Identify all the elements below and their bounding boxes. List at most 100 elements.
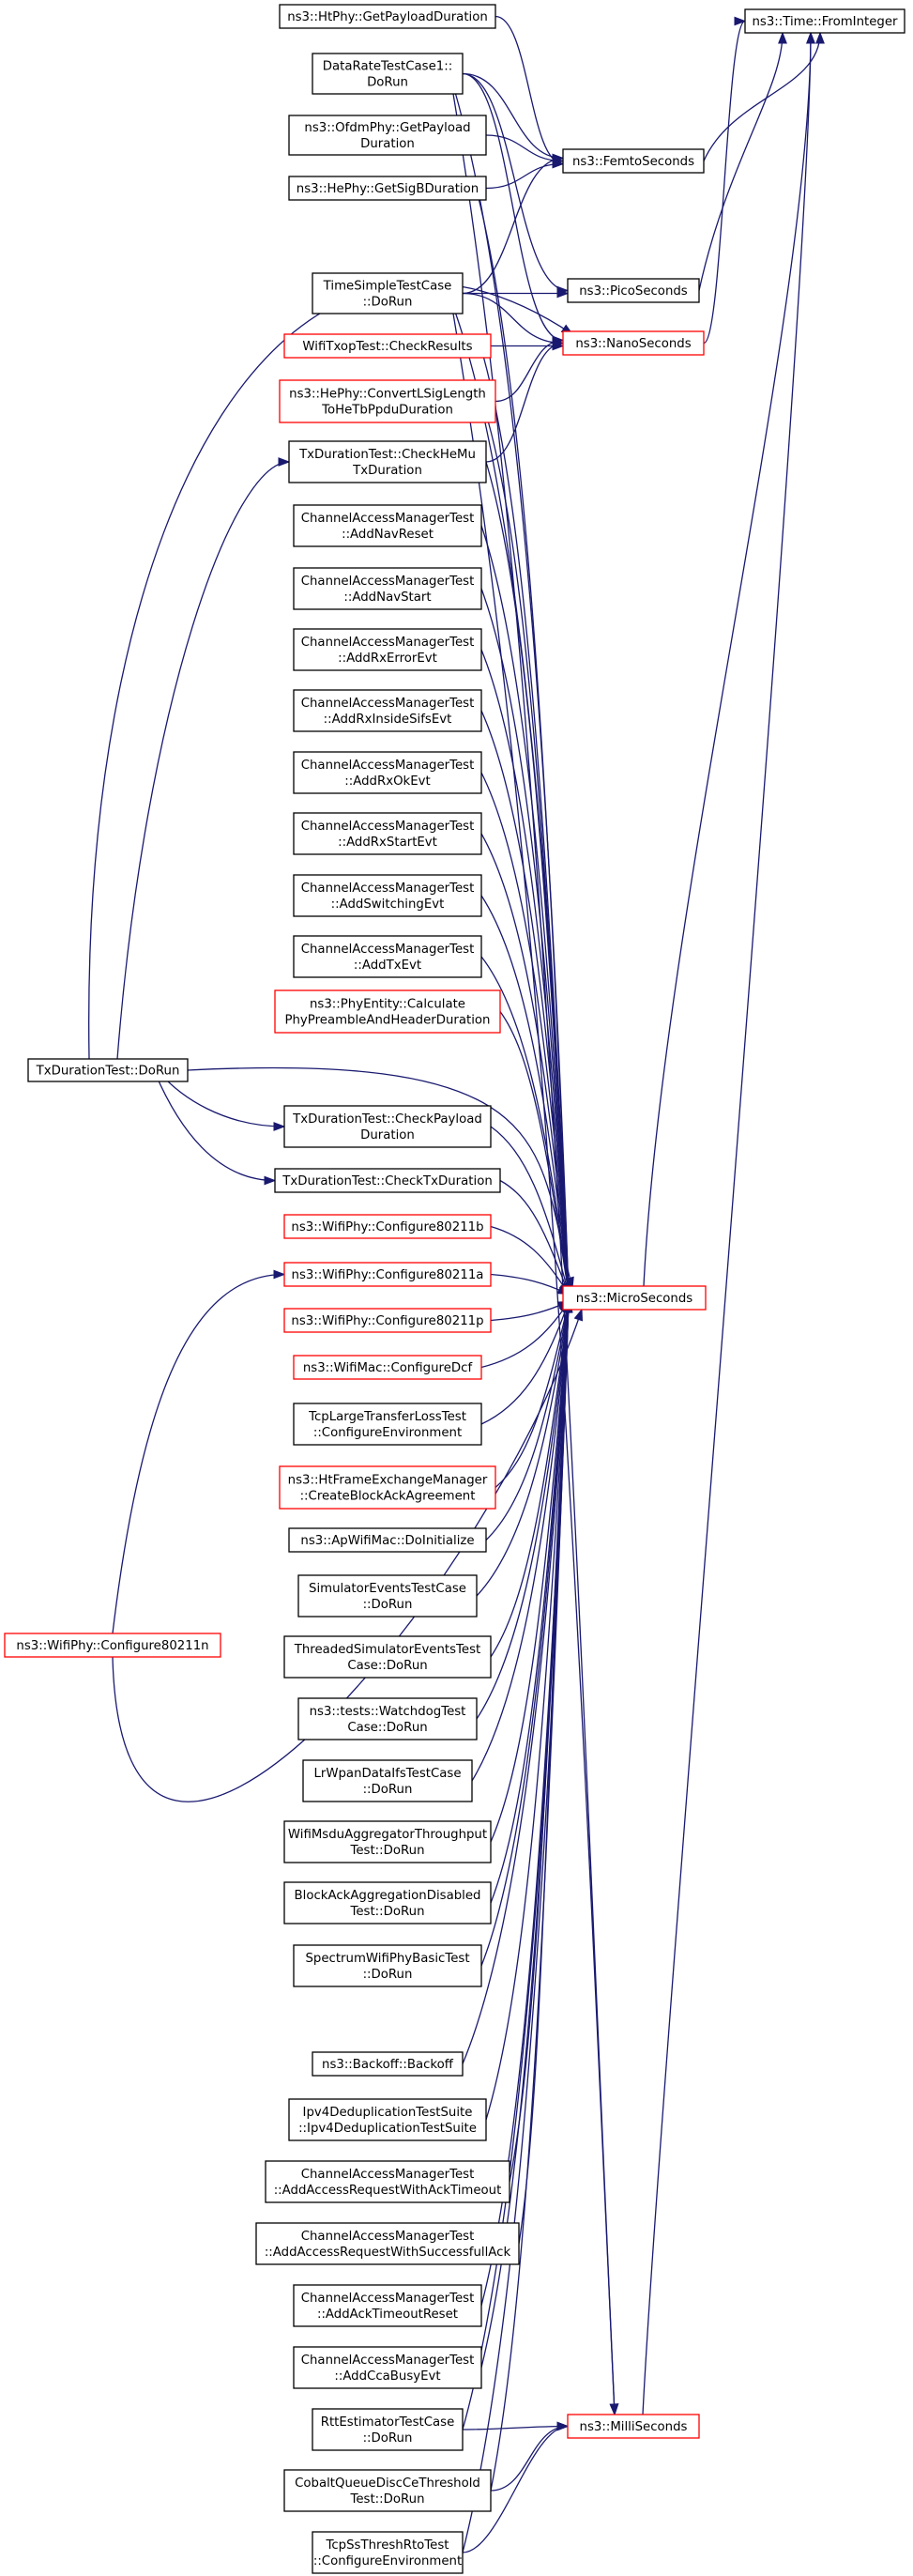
node-pico[interactable]: ns3::PicoSeconds — [567, 278, 700, 303]
node-label: BlockAckAggregationDisabled — [295, 1889, 481, 1903]
node-box — [279, 4, 496, 29]
node-rxok[interactable]: ChannelAccessManagerTest::AddRxOkEvt — [293, 751, 482, 794]
edge-txdurdorun-to-checkhemu — [116, 461, 290, 1060]
node-phyentity[interactable]: ns3::PhyEntity::CalculatePhyPreambleAndH… — [274, 989, 501, 1034]
node-succack[interactable]: ChannelAccessManagerTest::AddAccessReque… — [255, 2222, 520, 2265]
node-c11a[interactable]: ns3::WifiPhy::Configure80211a — [283, 1262, 492, 1287]
node-box — [312, 53, 464, 95]
node-c11n[interactable]: ns3::WifiPhy::Configure80211n — [4, 1633, 221, 1658]
edge-milli-to-fromint — [642, 32, 812, 2415]
arrowhead-txdurdorun-to-checkpayload — [273, 1122, 286, 1131]
node-label: TimeSimpleTestCase — [323, 280, 452, 294]
arrowhead-c11n-to-c11a — [273, 1269, 286, 1280]
node-lrwpan[interactable]: LrWpanDataIfsTestCase::DoRun — [302, 1759, 473, 1802]
node-checktxdur[interactable]: TxDurationTest::CheckTxDuration — [274, 1168, 501, 1193]
node-heconv[interactable]: ns3::HePhy::ConvertLSigLengthToHeTbPpduD… — [279, 379, 496, 423]
node-label: ChannelAccessManagerTest — [301, 697, 475, 711]
node-ackto[interactable]: ChannelAccessManagerTest::AddAccessReque… — [265, 2160, 510, 2203]
node-label: ChannelAccessManagerTest — [301, 2230, 475, 2244]
node-rxinside[interactable]: ChannelAccessManagerTest::AddRxInsideSif… — [293, 689, 482, 732]
edge-rxerror-to-micro — [480, 649, 570, 1295]
node-rxstart[interactable]: ChannelAccessManagerTest::AddRxStartEvt — [293, 812, 482, 855]
node-label: ::AddRxInsideSifsEvt — [324, 713, 452, 727]
node-hesig[interactable]: ns3::HePhy::GetSigBDuration — [288, 176, 487, 201]
node-fromint[interactable]: ns3::Time::FromInteger — [744, 8, 905, 34]
arrowhead-milli-to-fromint — [806, 31, 815, 44]
node-txdurdorun[interactable]: TxDurationTest::DoRun — [27, 1058, 189, 1082]
node-txevt[interactable]: ChannelAccessManagerTest::AddTxEvt — [293, 935, 482, 978]
edge-datarate-to-femto — [462, 72, 564, 160]
node-box — [293, 689, 482, 732]
node-label: ns3::WifiPhy::Configure80211b — [291, 1220, 483, 1234]
node-femto[interactable]: ns3::FemtoSeconds — [562, 148, 705, 174]
node-label: TxDurationTest::CheckHeMu — [298, 448, 476, 462]
node-ofdm[interactable]: ns3::OfdmPhy::GetPayloadDuration — [288, 115, 487, 156]
node-apwifi[interactable]: ns3::ApWifiMac::DoInitialize — [288, 1527, 487, 1553]
node-label: ::DoRun — [363, 296, 413, 310]
node-label: ::ConfigureEnvironment — [313, 2554, 462, 2568]
node-box — [283, 2469, 492, 2512]
node-box — [283, 1881, 492, 1924]
node-cdcf[interactable]: ns3::WifiMac::ConfigureDcf — [293, 1355, 482, 1380]
node-label: ::DoRun — [363, 1783, 413, 1797]
edge-datarate-to-pico — [462, 72, 569, 292]
node-htframe[interactable]: ns3::HtFrameExchangeManager::CreateBlock… — [279, 1465, 496, 1510]
node-tcpss[interactable]: TcpSsThreshRtoTest::ConfigureEnvironment — [312, 2531, 464, 2574]
node-timesimple[interactable]: TimeSimpleTestCase::DoRun — [312, 272, 464, 314]
node-box — [255, 2222, 520, 2265]
node-rttest[interactable]: RttEstimatorTestCase::DoRun — [312, 2408, 464, 2451]
node-simevents[interactable]: SimulatorEventsTestCase::DoRun — [297, 1574, 478, 1618]
node-label: ::DoRun — [363, 1968, 413, 1982]
edge-rttest-to-milli — [462, 2425, 569, 2430]
node-nano[interactable]: ns3::NanoSeconds — [562, 330, 705, 356]
edge-simevents-to-micro — [476, 1301, 570, 1597]
node-box — [567, 278, 700, 303]
node-acktoreset[interactable]: ChannelAccessManagerTest::AddAckTimeoutR… — [293, 2284, 482, 2327]
node-c11p[interactable]: ns3::WifiPhy::Configure80211p — [283, 1308, 492, 1333]
node-box — [297, 1574, 478, 1618]
arrowhead-nano-to-fromint — [734, 16, 747, 26]
node-rxerror[interactable]: ChannelAccessManagerTest::AddRxErrorEvt — [293, 628, 482, 671]
edge-checktxdur-to-micro — [499, 1179, 570, 1295]
edge-tcpss-to-milli — [462, 2425, 569, 2553]
node-spectrum[interactable]: SpectrumWifiPhyBasicTest::DoRun — [293, 1944, 482, 1987]
node-label: ::AddAccessRequestWithAckTimeout — [274, 2184, 502, 2198]
node-milli[interactable]: ns3::MilliSeconds — [567, 2414, 700, 2439]
node-c11b[interactable]: ns3::WifiPhy::Configure80211b — [283, 1214, 492, 1239]
node-micro[interactable]: ns3::MicroSeconds — [562, 1285, 707, 1311]
node-label: ns3::FemtoSeconds — [572, 155, 694, 169]
node-label: ::DoRun — [363, 2431, 413, 2446]
node-ccabusy[interactable]: ChannelAccessManagerTest::AddCcaBusyEvt — [293, 2346, 482, 2389]
node-ipv4dedup[interactable]: Ipv4DeduplicationTestSuite::Ipv4Deduplic… — [288, 2098, 487, 2141]
edge-spectrum-to-micro — [480, 1301, 570, 1967]
node-label: Ipv4DeduplicationTestSuite — [303, 2106, 473, 2120]
edge-apwifi-to-micro — [485, 1301, 570, 1541]
node-box — [293, 567, 482, 610]
node-txop[interactable]: WifiTxopTest::CheckResults — [283, 333, 492, 359]
edge-checkpayload-to-micro — [490, 1126, 570, 1295]
edge-tcplarge-to-micro — [480, 1301, 570, 1425]
node-box — [312, 2408, 464, 2451]
node-datarate[interactable]: DataRateTestCase1::DoRun — [312, 53, 464, 95]
node-label: ::AddRxOkEvt — [344, 774, 430, 789]
node-label: WifiMsduAggregatorThroughput — [288, 1828, 487, 1842]
node-box — [312, 2531, 464, 2574]
node-navreset[interactable]: ChannelAccessManagerTest::AddNavReset — [293, 504, 482, 547]
node-switching[interactable]: ChannelAccessManagerTest::AddSwitchingEv… — [293, 874, 482, 917]
node-htphy[interactable]: ns3::HtPhy::GetPayloadDuration — [279, 4, 496, 29]
node-box — [283, 1820, 492, 1863]
node-label: Test::DoRun — [349, 1905, 424, 1919]
node-label: ChannelAccessManagerTest — [301, 2292, 475, 2306]
node-label: DoRun — [367, 76, 408, 90]
node-backoff[interactable]: ns3::Backoff::Backoff — [312, 2051, 464, 2077]
node-navstart[interactable]: ChannelAccessManagerTest::AddNavStart — [293, 567, 482, 610]
edge-lrwpan-to-micro — [471, 1301, 570, 1782]
node-tcplarge[interactable]: TcpLargeTransferLossTest::ConfigureEnvir… — [293, 1403, 482, 1446]
